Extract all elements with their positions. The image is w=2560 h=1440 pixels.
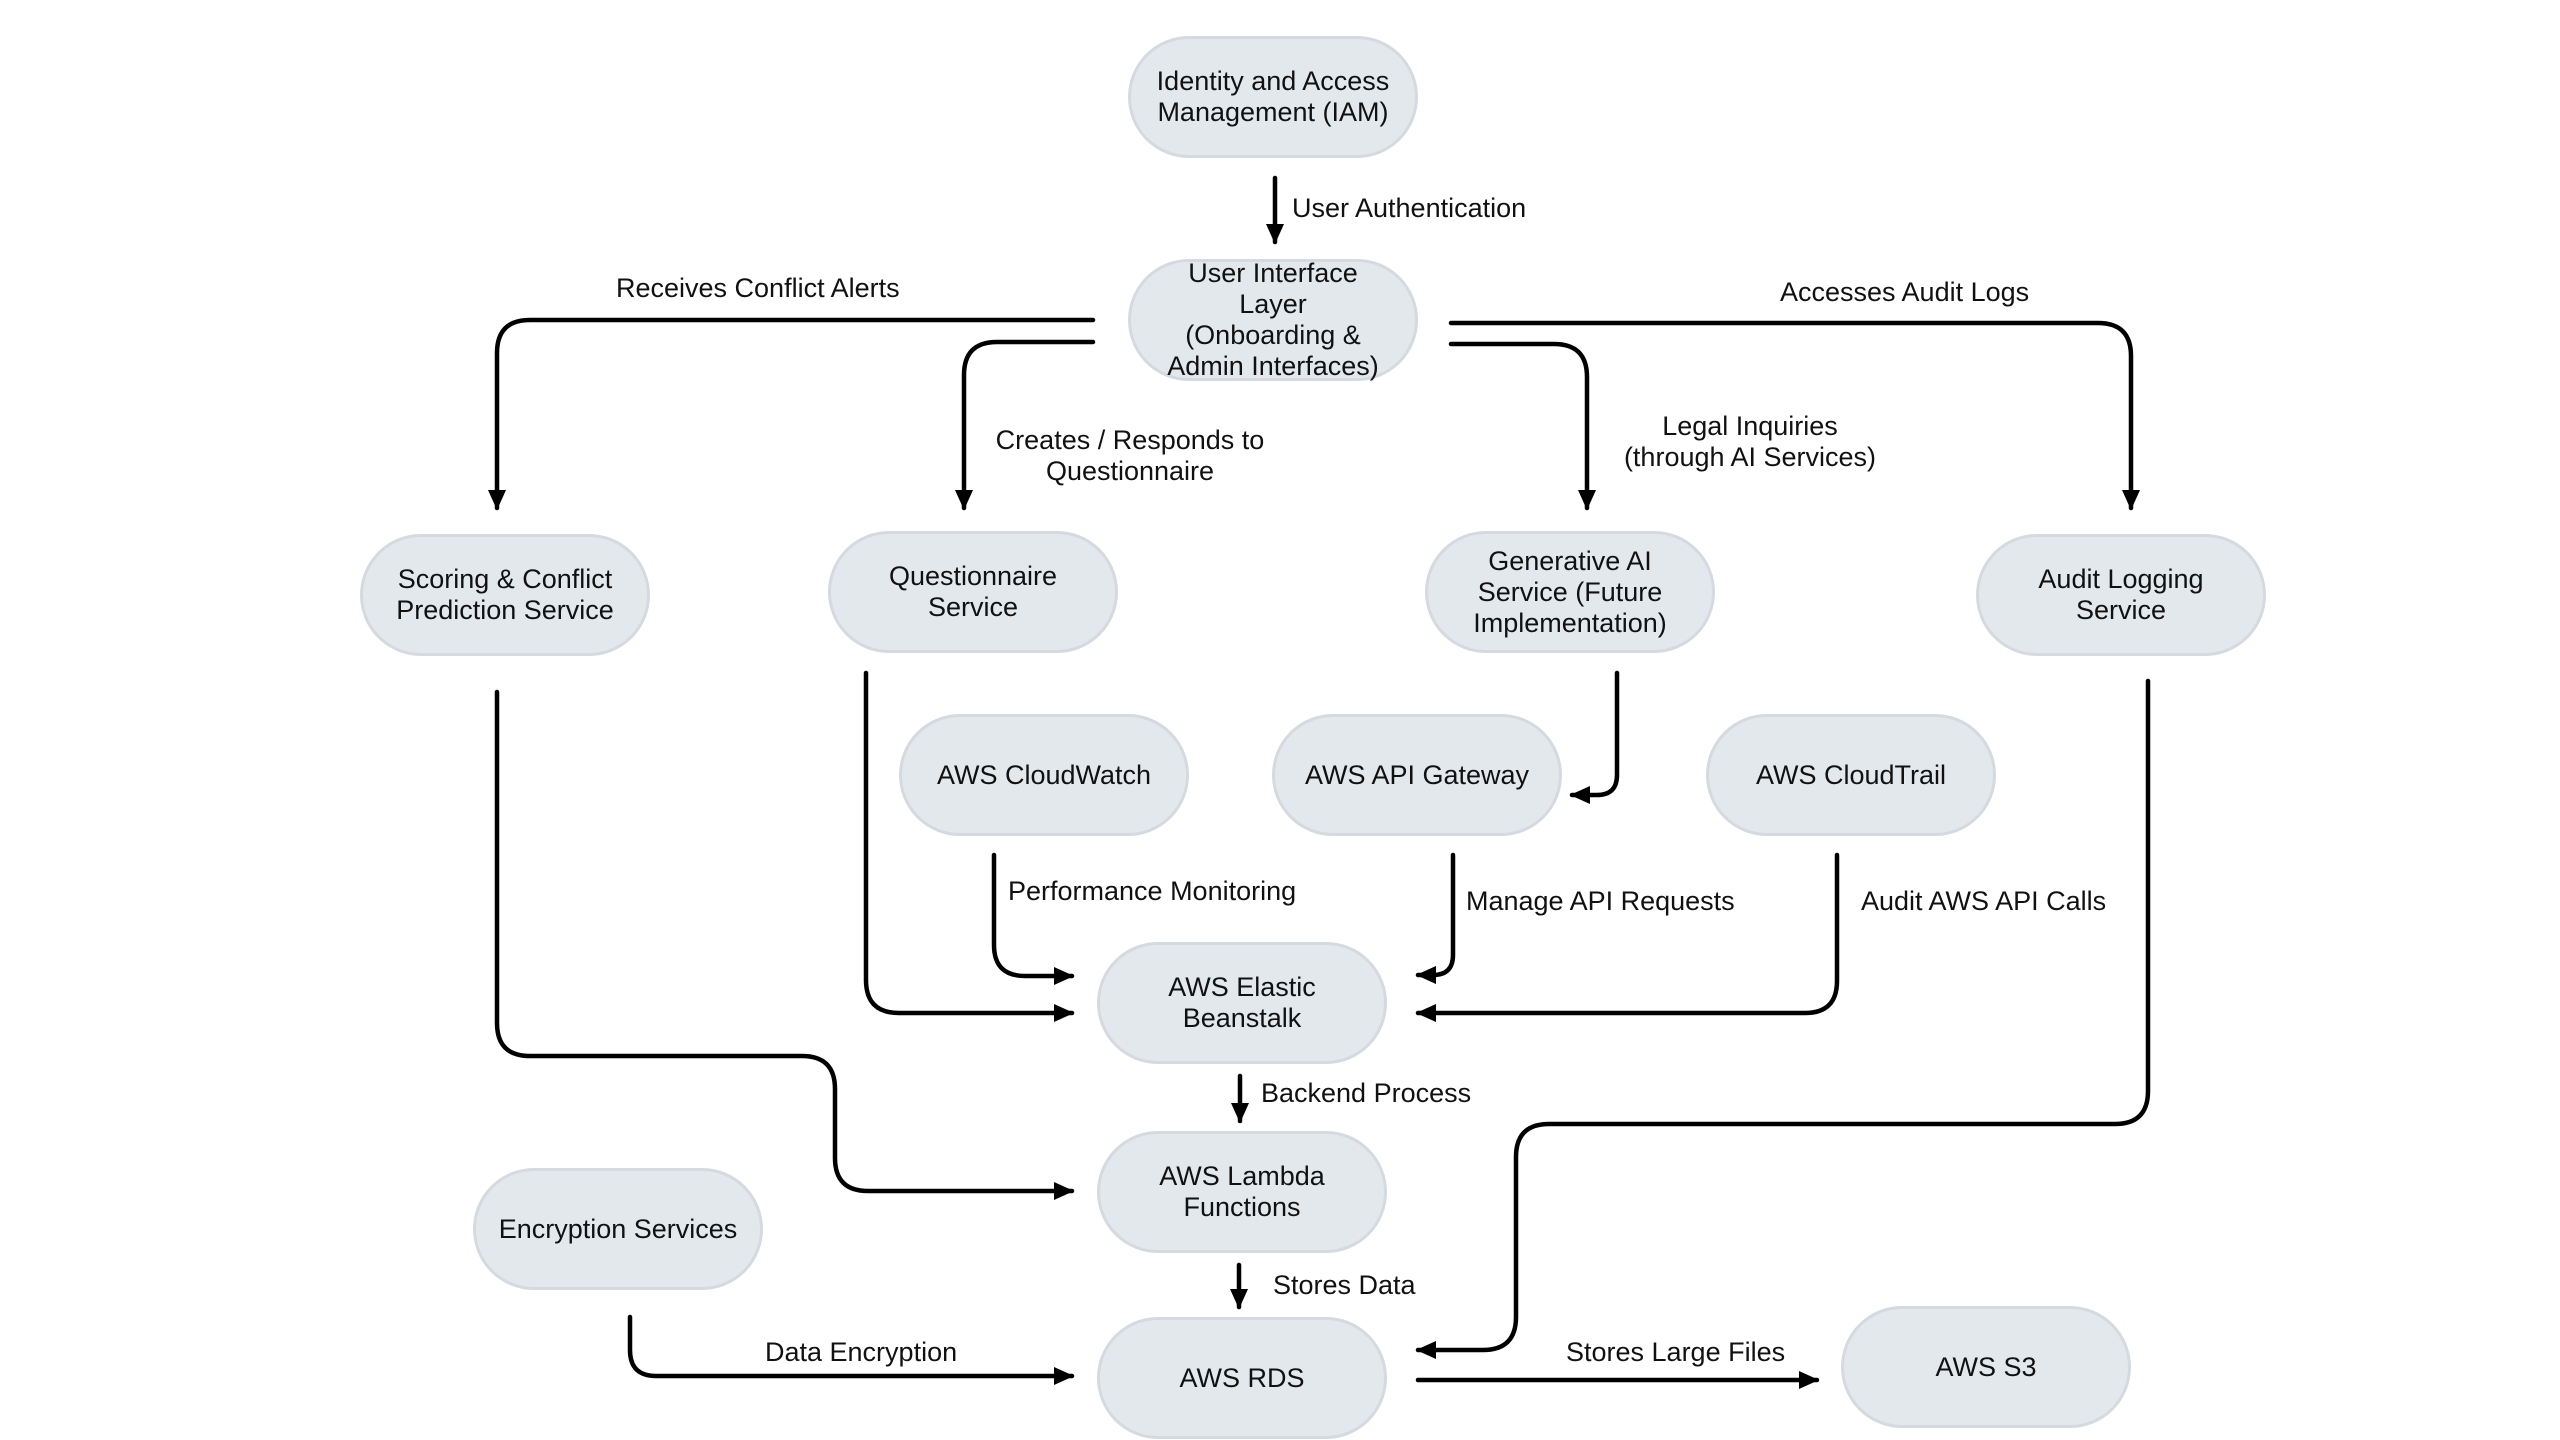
edge-label-user-authentication: User Authentication (1292, 193, 1527, 223)
node-aws-rds-label: AWS RDS (1179, 1362, 1305, 1393)
edge-ui-to-questionnaire (955, 339, 1096, 511)
node-aws-rds[interactable]: AWS RDS (1097, 1317, 1387, 1439)
edge-label-stores-data: Stores Data (1273, 1270, 1416, 1300)
node-aws-s3-label: AWS S3 (1935, 1351, 2037, 1382)
edge-label-backend-process: Backend Process (1261, 1078, 1472, 1108)
node-audit-logging-service-label: Audit Logging Service (2038, 564, 2204, 625)
edge-label-legal-inquiries: Legal Inquiries (through AI Services) (1623, 411, 1877, 472)
edge-ui-to-genai (1448, 341, 1596, 511)
node-iam[interactable]: Identity and Access Management (IAM) (1128, 36, 1418, 158)
edge-apigw-to-beanstalk (1415, 852, 1456, 984)
edge-genai-to-apigw (1569, 670, 1620, 804)
node-audit-logging-service[interactable]: Audit Logging Service (1976, 534, 2266, 656)
edge-ui-to-scoring (488, 317, 1096, 511)
node-aws-cloudtrail[interactable]: AWS CloudTrail (1706, 714, 1996, 836)
node-iam-label: Identity and Access Management (IAM) (1156, 66, 1390, 127)
edge-label-receives-conflict-alerts: Receives Conflict Alerts (616, 273, 900, 303)
node-aws-cloudtrail-label: AWS CloudTrail (1755, 759, 1947, 790)
edge-cloudtrail-to-beanstalk (1415, 852, 1840, 1022)
edge-ui-to-audit (1448, 320, 2140, 511)
edge-encryption-to-rds (627, 1314, 1075, 1385)
node-user-interface-layer[interactable]: User Interface Layer (Onboarding & Admin… (1128, 258, 1418, 381)
node-aws-lambda-functions-label: AWS Lambda Functions (1159, 1161, 1325, 1222)
node-aws-elastic-beanstalk-label: AWS Elastic Beanstalk (1168, 972, 1316, 1033)
edge-label-performance-monitoring: Performance Monitoring (1008, 876, 1297, 906)
edge-label-stores-large-files: Stores Large Files (1566, 1337, 1786, 1367)
node-aws-api-gateway[interactable]: AWS API Gateway (1272, 714, 1562, 836)
node-aws-s3[interactable]: AWS S3 (1841, 1306, 2131, 1428)
edge-questionnaire-to-beanstalk (863, 670, 1075, 1022)
node-user-interface-layer-label: User Interface Layer (Onboarding & Admin… (1167, 258, 1379, 381)
node-encryption-services[interactable]: Encryption Services (473, 1168, 763, 1290)
node-questionnaire-service-label: Questionnaire Service (888, 561, 1058, 622)
node-scoring-service[interactable]: Scoring & Conflict Prediction Service (360, 534, 650, 656)
node-aws-cloudwatch-label: AWS CloudWatch (936, 759, 1152, 790)
node-scoring-service-label: Scoring & Conflict Prediction Service (396, 564, 614, 625)
node-aws-elastic-beanstalk[interactable]: AWS Elastic Beanstalk (1097, 942, 1387, 1064)
node-aws-cloudwatch[interactable]: AWS CloudWatch (899, 714, 1189, 836)
node-aws-lambda-functions[interactable]: AWS Lambda Functions (1097, 1131, 1387, 1253)
edge-label-accesses-audit-logs: Accesses Audit Logs (1780, 277, 2030, 307)
node-aws-api-gateway-label: AWS API Gateway (1304, 759, 1530, 790)
node-questionnaire-service[interactable]: Questionnaire Service (828, 531, 1118, 653)
node-generative-ai-service[interactable]: Generative AI Service (Future Implementa… (1425, 531, 1715, 653)
edge-scoring-to-lambda (494, 689, 1075, 1200)
edge-label-creates-questionnaire: Creates / Responds to Questionnaire (995, 425, 1265, 486)
node-generative-ai-service-label: Generative AI Service (Future Implementa… (1473, 545, 1667, 638)
edge-label-manage-api-requests: Manage API Requests (1466, 886, 1735, 916)
node-encryption-services-label: Encryption Services (498, 1213, 738, 1244)
edge-label-audit-aws-api-calls: Audit AWS API Calls (1861, 886, 2107, 916)
edge-label-data-encryption: Data Encryption (765, 1337, 958, 1367)
edge-cloudwatch-to-beanstalk (991, 852, 1075, 985)
edge-audit-to-rds (1415, 678, 2151, 1359)
